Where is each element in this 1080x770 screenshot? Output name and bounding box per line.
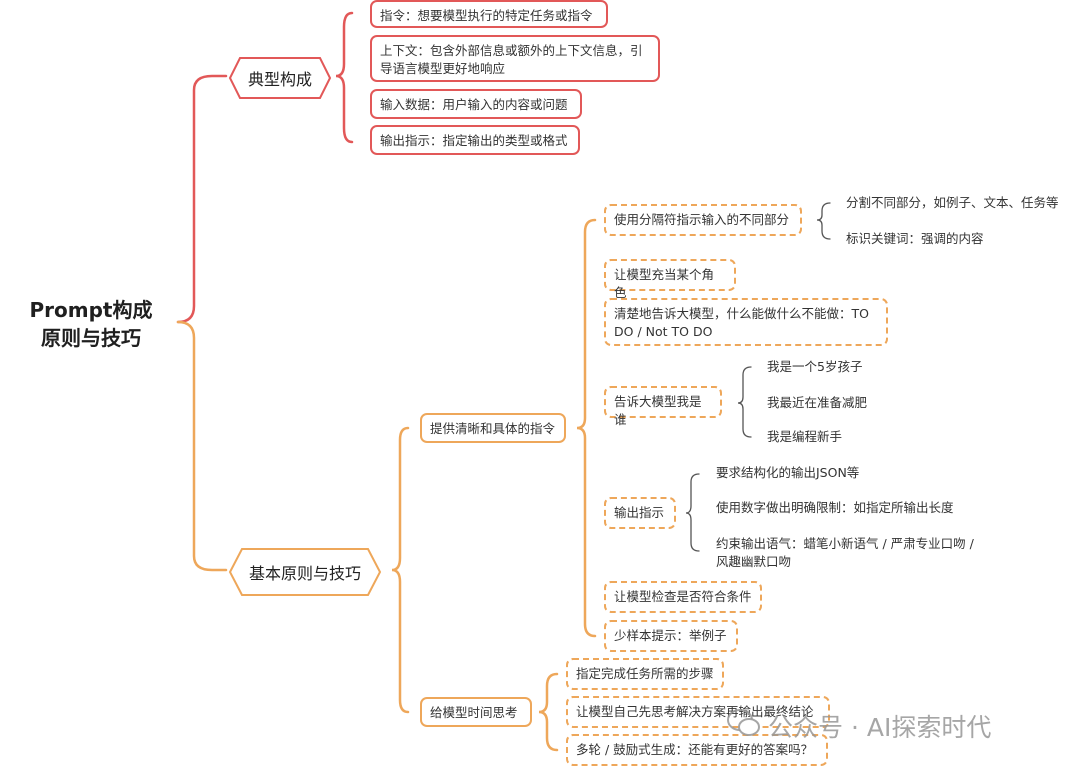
topic-typical: 典型构成 [228,56,332,100]
root-title-line1: Prompt构成 [29,298,153,322]
who-child-diet: 我最近在准备减肥 [767,395,868,410]
clear-delimiter: 使用分隔符指示输入的不同部分 [604,204,802,236]
clear-todo: 清楚地告诉大模型，什么能做什么不能做：TO DO / Not TO DO [604,298,888,346]
think-self: 让模型自己先思考解决方案再输出最终结论 [566,696,830,728]
who-child-novice: 我是编程新手 [767,429,843,444]
hexagon-shape [228,57,332,99]
output-child-json: 要求结构化的输出JSON等 [716,465,860,480]
root-title-line2: 原则与技巧 [41,326,141,350]
clear-output: 输出指示 [604,497,676,529]
wechat-logo-icon [727,709,760,736]
watermark-label: 公众号 · AI探索时代 [768,713,992,742]
delimiter-child-keyword: 标识关键词：强调的内容 [846,231,984,246]
delimiter-child-split: 分割不同部分，如例子、文本、任务等 [846,195,1059,210]
output-child-tone: 约束输出语气：蜡笔小新语气 / 严肃专业口吻 / 风趣幽默口吻 [716,536,974,569]
watermark-text: 公众号 · AI探索时代 [724,708,991,744]
think-steps: 指定完成任务所需的步骤 [566,658,724,690]
principle-clear: 提供清晰和具体的指令 [420,413,566,443]
who-child-kid: 我是一个5岁孩子 [767,359,863,374]
clear-check: 让模型检查是否符合条件 [604,581,762,613]
clear-who: 告诉大模型我是谁 [604,386,722,427]
typical-item-instruction: 指令：想要模型执行的特定任务或指令 [370,0,608,28]
typical-item-context: 上下文：包含外部信息或额外的上下文信息，引导语言模型更好地响应 [370,35,660,82]
topic-typical-label: 典型构成 [247,70,312,89]
think-multiround: 多轮 / 鼓励式生成：还能有更好的答案吗？ [566,734,828,766]
clear-role: 让模型充当某个角色 [604,259,736,300]
output-child-length: 使用数字做出明确限制：如指定所输出长度 [716,500,954,515]
principle-think: 给模型时间思考 [420,697,532,727]
topic-principles: 基本原则与技巧 [228,547,382,597]
hexagon-shape [228,548,382,596]
typical-item-output: 输出指示：指定输出的类型或格式 [370,125,580,155]
topic-principles-label: 基本原则与技巧 [248,564,361,583]
clear-fewshot: 少样本提示：举例子 [604,620,738,652]
root-topic: Prompt构成 原则与技巧 [6,296,176,352]
typical-item-input: 输入数据：用户输入的内容或问题 [370,89,582,119]
